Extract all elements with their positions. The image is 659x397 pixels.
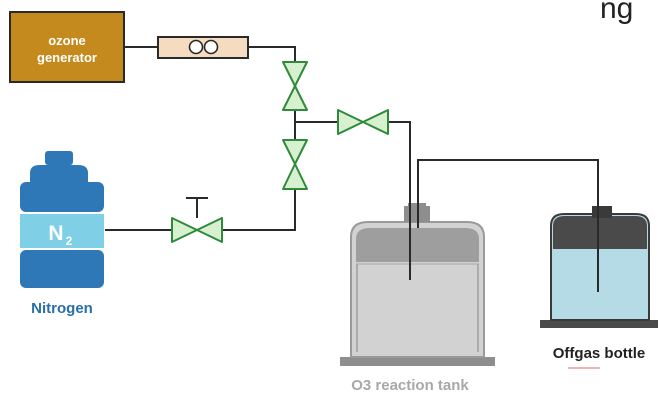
reaction-tank-icon (340, 203, 495, 366)
nitrogen-cylinder-icon: N 2 (20, 151, 104, 288)
ozone-generator-label-line2: generator (37, 50, 97, 65)
ozone-generator-label-line1: ozone (48, 33, 86, 48)
n2-formula-main: N (48, 222, 63, 245)
valve-icon-nitrogen (171, 197, 223, 243)
valve-icon-horizontal-right (337, 109, 389, 135)
offgas-bottle-label: Offgas bottle (553, 345, 646, 362)
top-right-text-fragment: ng (600, 0, 633, 25)
valve-icon-vertical-bottom (282, 139, 308, 190)
n2-formula-subscript: 2 (66, 234, 73, 248)
reaction-tank-label: O3 reaction tank (351, 377, 469, 394)
nitrogen-label: Nitrogen (31, 300, 93, 317)
flowmeter-icon (157, 36, 249, 59)
valve-icon-vertical-top (282, 61, 308, 111)
ozone-generator-box: ozone generator (9, 11, 125, 83)
